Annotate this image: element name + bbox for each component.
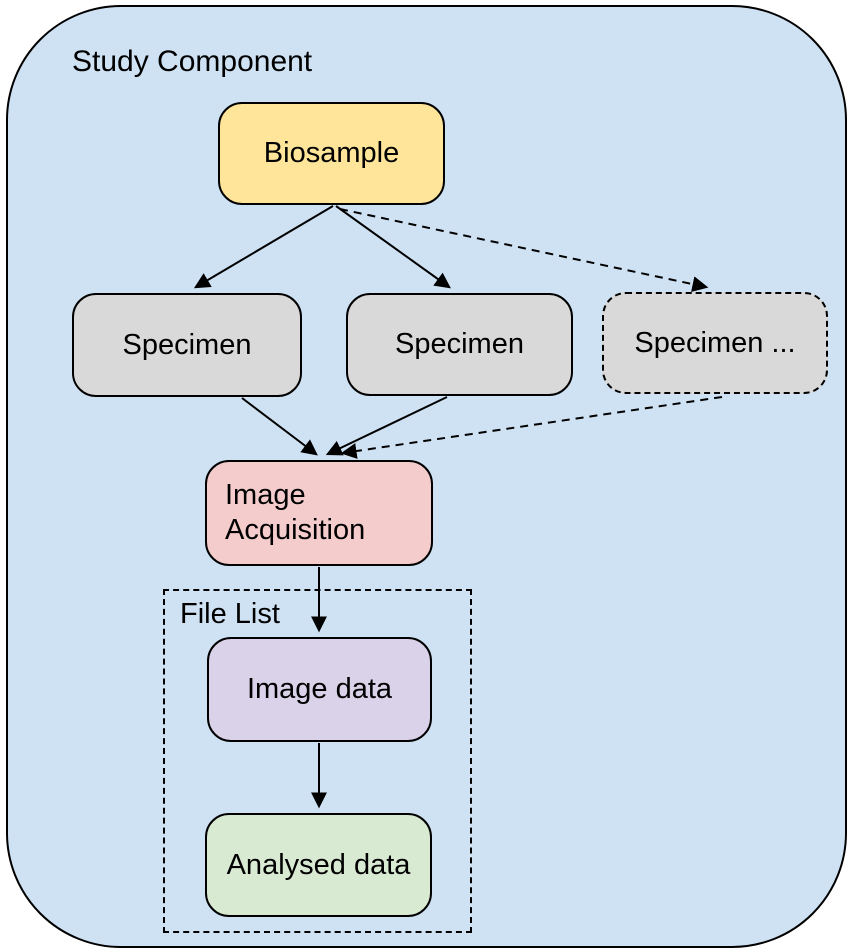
node-specimen-2-label: Specimen [395,328,524,360]
node-image-acquisition-label: Image Acquisition [225,479,366,546]
node-specimen-3-dashed: Specimen ... [602,292,828,394]
group-file-list-label: File List [180,598,280,630]
group-file-list: File List [163,589,472,933]
node-analysed-data-label: Analysed data [226,848,411,881]
node-specimen-2: Specimen [346,293,573,396]
node-image-data: Image data [207,637,432,742]
node-specimen-3-label: Specimen ... [634,326,796,359]
study-component-title: Study Component [72,45,313,78]
node-image-data-label: Image data [246,673,393,705]
node-specimen-1-label: Specimen [122,328,252,361]
node-biosample: Biosample [218,102,445,205]
node-specimen-1: Specimen [72,293,302,397]
node-image-acquisition: Image Acquisition [205,460,433,566]
node-biosample-label: Biosample [263,137,400,169]
node-analysed-data: Analysed data [205,813,432,917]
